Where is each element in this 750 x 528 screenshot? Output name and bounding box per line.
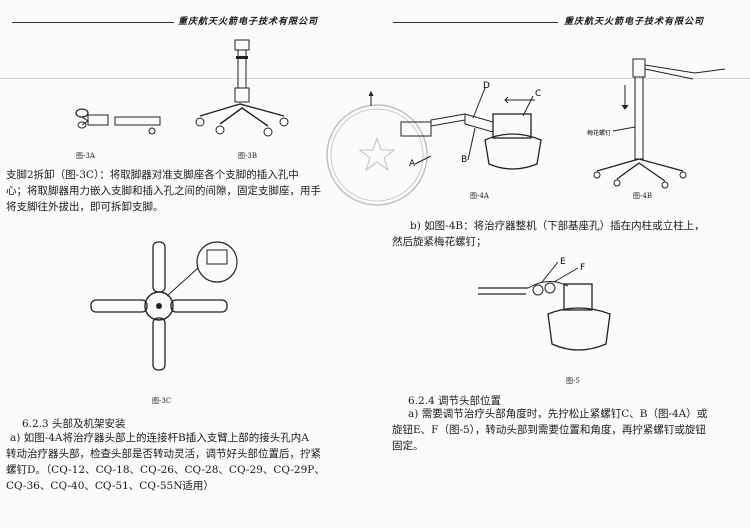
- figure-4a-label-d: D: [483, 81, 490, 91]
- para-leg-line-2: 心；将取脚器用力嵌入支脚和插入孔之间的间隙，固定支脚座，用手: [6, 185, 321, 197]
- header-company-left: 重庆航天火箭电子技术有限公司: [178, 17, 319, 27]
- section-624-line-3: 固定。: [392, 440, 424, 452]
- figure-5-label-f: F: [580, 263, 585, 273]
- page-fold-line: [0, 78, 750, 79]
- para-leg-line-3: 将支脚往外拔出，即可拆卸支脚。: [6, 201, 164, 213]
- para-b-line-2: 然后旋紧梅花螺钉；: [392, 236, 487, 248]
- section-623-line-4: CQ-36、CQ-40、CQ-51、CQ-55N适用）: [6, 480, 214, 492]
- figure-4b-drawing: 梅花螺钉: [587, 58, 726, 189]
- figure-3a-drawing: [75, 108, 161, 135]
- figure-4a-label-b: B: [461, 155, 467, 165]
- section-624-line-2: 旋钮E、F（图-5），转动头部到需要位置和角度，再拧紧螺钉或旋钮: [392, 424, 706, 436]
- section-623-line-3: 螺钉D。（CQ-12、CQ-18、CQ-26、CQ-28、CQ-29、CQ-29…: [6, 464, 325, 476]
- section-624-line-1: a) 需要调节治疗头部角度时，先拧松止紧螺钉C、B（图-4A）或: [408, 408, 708, 420]
- section-623-line-1: a) 如图-4A将治疗器头部上的连接杆B插入支臂上部的接头孔内A: [10, 432, 309, 444]
- figure-4a-label-a: A: [409, 159, 416, 169]
- figure-3b-caption: 图-3B: [238, 152, 257, 160]
- para-leg-line-1: 支脚2拆卸（图-3C）：将取脚器对准支脚座各个支脚的插入孔中: [6, 169, 299, 181]
- figure-3b-drawing: [195, 39, 289, 137]
- figure-4a-drawing: A B C D: [368, 81, 542, 170]
- para-b-line-1: b) 如图-4B：将治疗器整机（下部基座孔）插在内柱或立柱上，: [410, 220, 705, 232]
- figure-4b-label: 梅花螺钉: [587, 129, 611, 137]
- figure-3a-caption: 图-3A: [76, 152, 95, 160]
- company-seal-stamp: [326, 104, 428, 206]
- header-rule-left: [12, 22, 174, 23]
- figure-5-drawing: E F: [478, 257, 611, 351]
- section-624-title: 6.2.4 调节头部位置: [408, 395, 502, 407]
- figure-3c-caption: 图-3C: [152, 397, 172, 405]
- section-623-title: 6.2.3 头部及机架安装: [22, 418, 126, 430]
- figure-5-caption: 图-5: [566, 377, 580, 385]
- figure-3c-drawing: [90, 241, 238, 371]
- figure-4a-label-c: C: [535, 89, 541, 99]
- figure-4a-caption: 图-4A: [470, 192, 489, 200]
- header-company-right: 重庆航天火箭电子技术有限公司: [564, 17, 705, 27]
- section-623-line-2: 转动治疗器头部，检查头部是否转动灵活，调节好头部位置后，拧紧: [6, 448, 321, 460]
- figure-5-label-e: E: [560, 257, 566, 267]
- figure-4b-caption: 图-4B: [633, 192, 652, 200]
- header-rule-right: [393, 22, 558, 23]
